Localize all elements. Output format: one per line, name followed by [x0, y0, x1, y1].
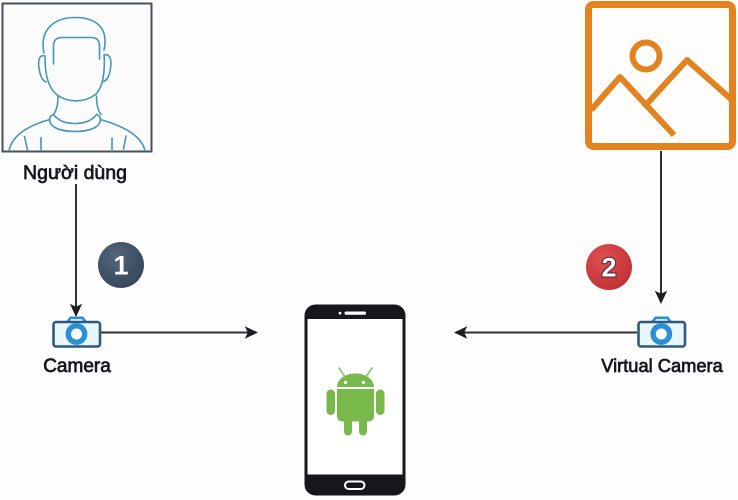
svg-text:Người dùng: Người dùng: [23, 162, 127, 184]
svg-text:2: 2: [601, 253, 616, 283]
svg-text:Virtual Camera: Virtual Camera: [601, 355, 723, 376]
svg-text:Camera: Camera: [43, 356, 111, 377]
svg-text:1: 1: [113, 251, 128, 281]
